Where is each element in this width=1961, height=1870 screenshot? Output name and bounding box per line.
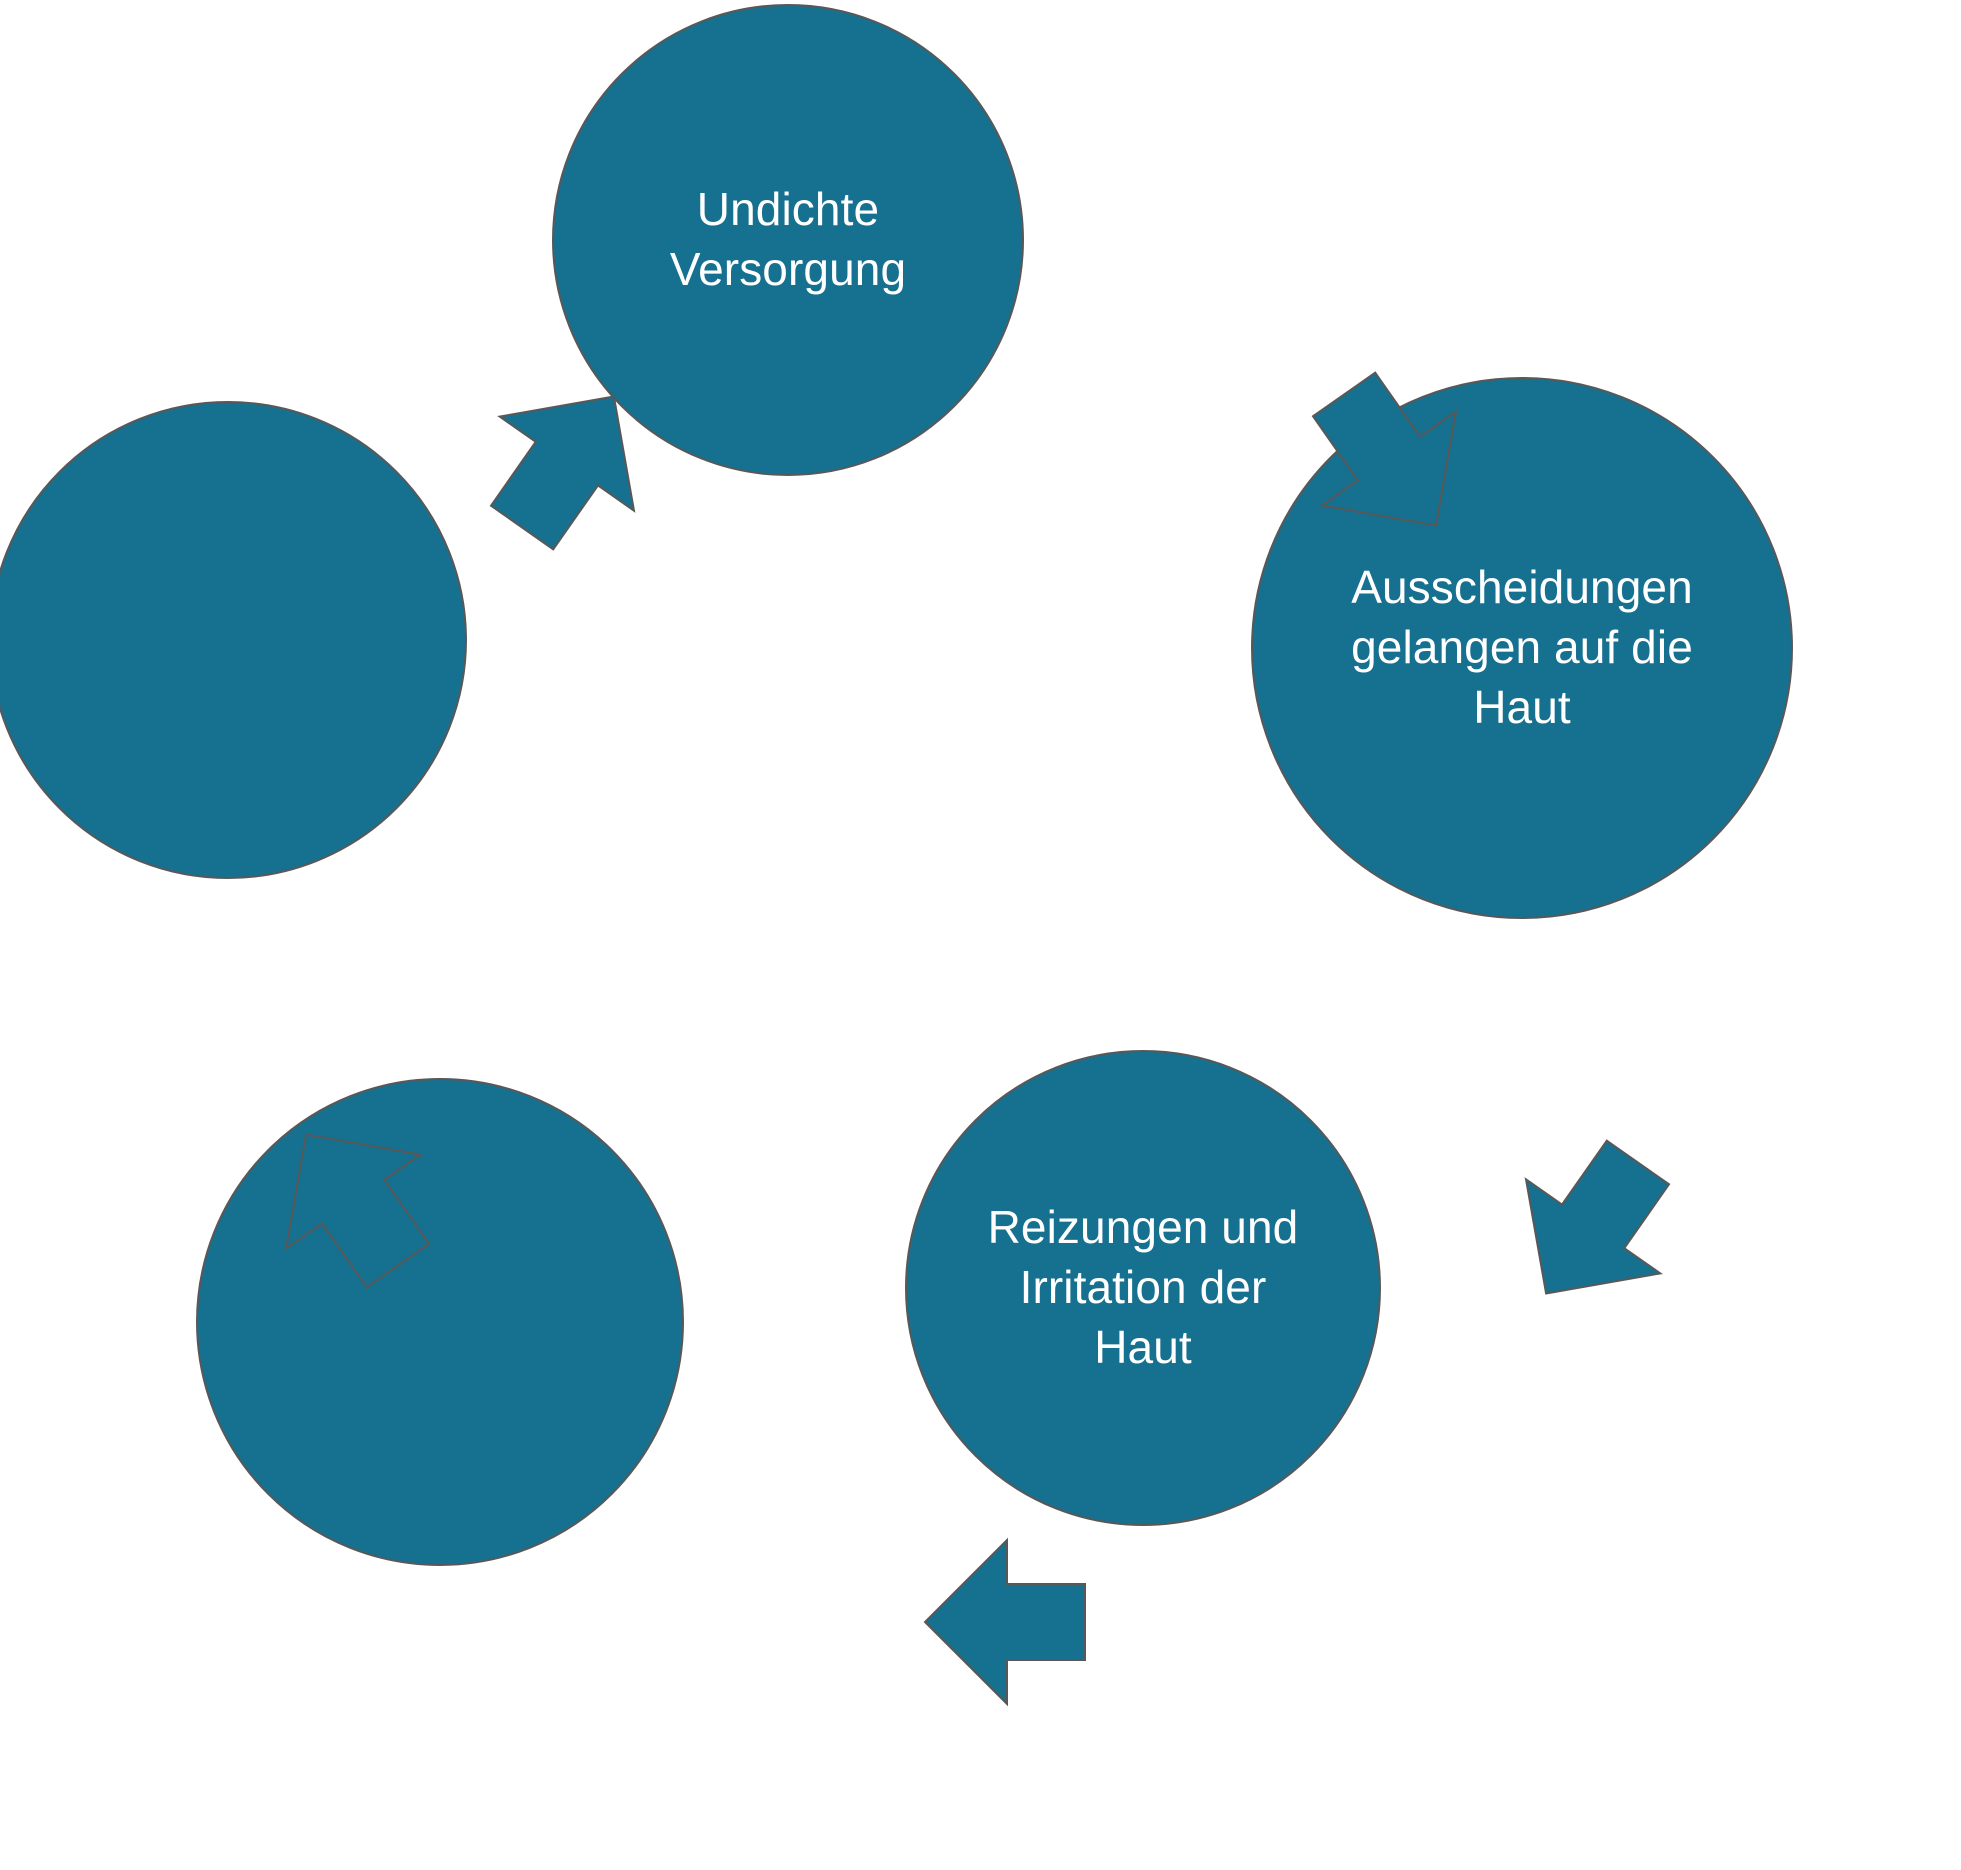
cycle-node-bottom-left[interactable] [196,1078,684,1566]
cycle-node-left[interactable] [0,401,467,879]
arrow-bottom-left-icon [284,1133,431,1289]
arrow-left-top-icon [489,395,636,551]
arrow-bottom-icon [923,1537,1086,1707]
cycle-node-top[interactable] [552,4,1024,476]
arrow-right-bottom-icon [1524,1139,1671,1295]
cycle-node-right[interactable] [1251,377,1793,919]
cycle-node-bottom-right[interactable] [905,1050,1381,1526]
arrow-top-right-icon [1311,371,1458,527]
